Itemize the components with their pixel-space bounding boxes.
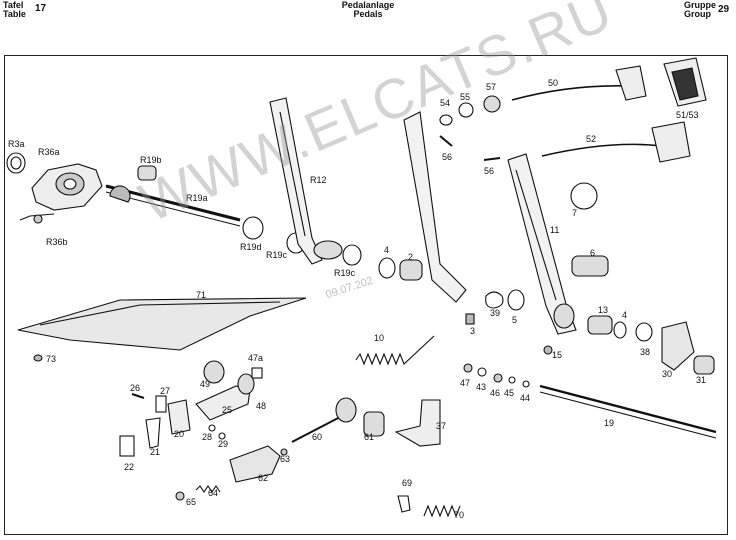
label-69: 69 <box>402 478 412 488</box>
part-bushing-r19b <box>137 165 157 181</box>
group-number: 29 <box>718 4 730 15</box>
part-spring-10 <box>355 335 435 366</box>
label-4: 4 <box>384 245 389 255</box>
label-71: 71 <box>196 290 206 300</box>
label-47: 47 <box>460 378 470 388</box>
label-2: 2 <box>408 252 413 262</box>
part-lever-25 <box>195 385 251 421</box>
table-number: 17 <box>35 3 47 14</box>
part-ring-r3a <box>6 152 26 174</box>
part-39 <box>485 291 504 309</box>
label-4-2: 4 <box>622 310 627 320</box>
label-5: 5 <box>512 315 517 325</box>
label-27: 27 <box>160 386 170 396</box>
label-70: 70 <box>454 510 464 520</box>
label-r19a: R19a <box>186 193 208 203</box>
part-pedal-arm-r12 <box>269 97 323 265</box>
label-60: 60 <box>312 432 322 442</box>
label-26: 26 <box>130 383 140 393</box>
label-43: 43 <box>476 382 486 392</box>
label-56-2: 56 <box>484 166 494 176</box>
diagram-frame <box>4 55 728 535</box>
part-rod-60 <box>291 415 343 443</box>
part-spring-70 <box>423 504 461 518</box>
label-61: 61 <box>364 432 374 442</box>
label-48: 48 <box>256 401 266 411</box>
part-bushing-6 <box>571 255 609 277</box>
label-37: 37 <box>436 421 446 431</box>
part-rod-52 <box>541 143 663 157</box>
label-64: 64 <box>208 488 218 498</box>
label-r19d: R19d <box>240 242 262 252</box>
part-bracket-37 <box>394 399 441 447</box>
label-38: 38 <box>640 347 650 357</box>
label-19: 19 <box>604 418 614 428</box>
label-55: 55 <box>460 92 470 102</box>
label-62: 62 <box>258 473 268 483</box>
label-31: 31 <box>696 375 706 385</box>
label-22: 22 <box>124 462 134 472</box>
part-rod-50 <box>511 84 633 101</box>
label-39: 39 <box>490 308 500 318</box>
label-49: 49 <box>200 379 210 389</box>
label-63: 63 <box>280 454 290 464</box>
label-54: 54 <box>440 98 450 108</box>
label-57: 57 <box>486 82 496 92</box>
label-25: 25 <box>222 405 232 415</box>
label-r12: R12 <box>310 175 327 185</box>
label-51-53: 51/53 <box>676 110 699 120</box>
label-r36b: R36b <box>46 237 68 247</box>
label-13: 13 <box>598 305 608 315</box>
part-disc-7 <box>570 182 598 210</box>
part-shaft-19 <box>539 384 717 434</box>
part-62 <box>229 445 281 483</box>
label-45: 45 <box>504 388 514 398</box>
label-29: 29 <box>218 439 228 449</box>
label-46: 46 <box>490 388 500 398</box>
label-7: 7 <box>572 208 577 218</box>
part-floor-plate-71 <box>17 297 307 351</box>
label-50: 50 <box>548 78 558 88</box>
label-20: 20 <box>174 429 184 439</box>
label-15: 15 <box>552 350 562 360</box>
label-47a: 47a <box>248 353 263 363</box>
label-73: 73 <box>46 354 56 364</box>
label-r19b: R19b <box>140 155 162 165</box>
label-44: 44 <box>520 393 530 403</box>
label-56: 56 <box>442 152 452 162</box>
label-r36a: R36a <box>38 147 60 157</box>
label-30: 30 <box>662 369 672 379</box>
label-21: 21 <box>150 447 160 457</box>
label-r19c: R19c <box>266 250 288 260</box>
label-65: 65 <box>186 497 196 507</box>
label-3: 3 <box>470 326 475 336</box>
label-28: 28 <box>202 432 212 442</box>
part-bushing-2 <box>399 259 423 281</box>
part-washer-r19d <box>242 216 264 240</box>
label-10: 10 <box>374 333 384 343</box>
label-6: 6 <box>590 248 595 258</box>
label-11: 11 <box>550 225 559 235</box>
label-52: 52 <box>586 134 596 144</box>
part-pedal-arm-left <box>403 111 467 303</box>
label-r3a: R3a <box>8 139 25 149</box>
label-r19c-2: R19c <box>334 268 356 278</box>
part-washer-4 <box>378 257 396 279</box>
